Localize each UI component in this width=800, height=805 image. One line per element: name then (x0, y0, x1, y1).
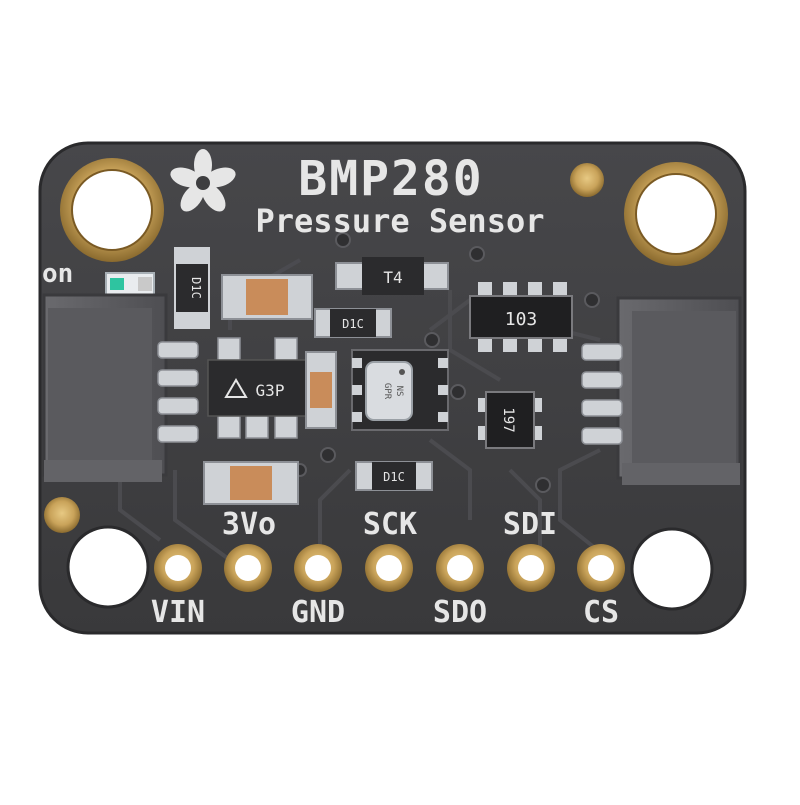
pin-label-gnd: GND (291, 595, 345, 630)
led-label: on (42, 259, 73, 289)
stemma-connector-right (581, 296, 742, 485)
svg-text:NS: NS (394, 386, 404, 397)
pin-sdi (507, 544, 555, 592)
pin-label-sdi: SDI (503, 507, 557, 542)
power-led (105, 272, 155, 296)
svg-text:T4: T4 (383, 268, 402, 287)
adafruit-flower-icon (170, 149, 236, 212)
capacitor-small (305, 351, 337, 429)
pin-vin (154, 544, 202, 592)
capacitor-top (221, 274, 313, 320)
vias (293, 232, 600, 493)
pin-label-sdo: SDO (433, 595, 487, 630)
diode-mid: D1C (314, 308, 392, 338)
pcb-traces (118, 258, 612, 562)
capacitor-bottom (203, 461, 299, 505)
transistor-t4: T4 (335, 257, 449, 295)
svg-text:197: 197 (500, 407, 516, 432)
svg-text:GPR: GPR (382, 383, 392, 400)
pin-label-vin: VIN (151, 595, 205, 630)
svg-text:D1C: D1C (342, 317, 364, 331)
pin-cs (577, 544, 625, 592)
resistor-array-103: 103 (469, 282, 573, 352)
pin-gnd (294, 544, 342, 592)
diode-left: D1C (174, 247, 210, 329)
pin-label-sck: SCK (363, 507, 417, 542)
mounting-hole-bottom-left (66, 525, 150, 609)
test-pad-left (44, 497, 80, 533)
chip-197: 197 (478, 391, 542, 449)
test-pad-top-right (570, 163, 604, 197)
pin-sdo (436, 544, 484, 592)
pin-3vo (224, 544, 272, 592)
svg-text:D1C: D1C (189, 277, 203, 299)
svg-text:103: 103 (505, 309, 538, 330)
header-pins (154, 544, 625, 592)
warning-triangle-icon (224, 378, 248, 398)
mounting-hole-bottom-right (630, 527, 714, 611)
diode-bottom: D1C (355, 461, 433, 491)
mounting-hole-top-left (60, 158, 164, 262)
bmp280-sensor-chip: GPR NS (351, 349, 449, 431)
board-subtitle: Pressure Sensor (256, 202, 545, 240)
regulator-g3p: G3P (207, 337, 309, 439)
svg-text:G3P: G3P (256, 381, 285, 400)
svg-text:D1C: D1C (383, 470, 405, 484)
stemma-connector-left (42, 293, 199, 482)
pin-sck (365, 544, 413, 592)
pin-label-cs: CS (583, 595, 619, 630)
pin-label-3vo: 3Vo (222, 507, 276, 542)
mounting-hole-top-right (624, 162, 728, 266)
board-title: BMP280 (298, 151, 483, 207)
